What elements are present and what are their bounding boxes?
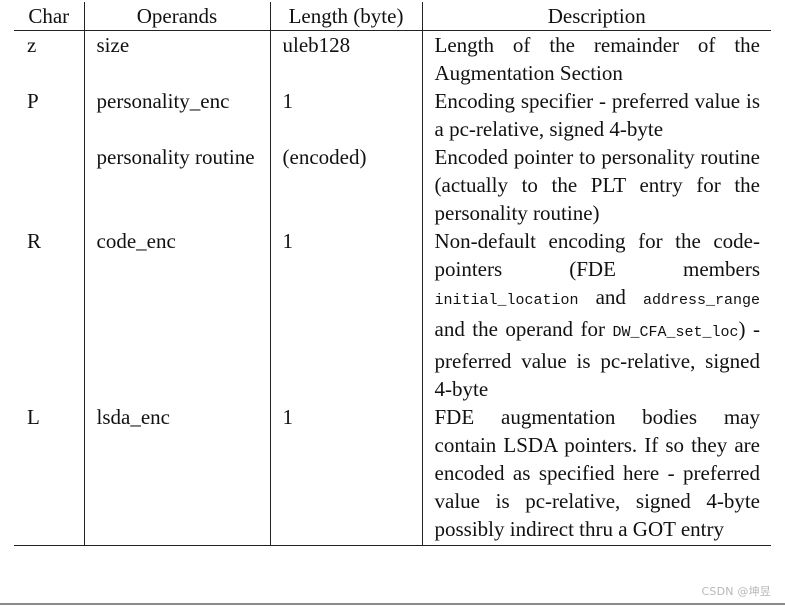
cell-operands: personality_enc (83, 87, 270, 143)
desc-text: ) - preferred value is pc-relative, sign… (434, 317, 761, 401)
table-header-row: Char Operands Length (byte) Description (14, 2, 771, 31)
cell-operands: size (83, 30, 270, 87)
cell-char (14, 143, 84, 227)
table-row: z size uleb128 Length of the remainder o… (14, 30, 771, 87)
table-row: personality routine (encoded) Encoded po… (14, 143, 771, 227)
desc-text: and the operand for (434, 317, 606, 341)
cell-description: Length of the remainder of the Augmentat… (421, 30, 771, 87)
cell-description: FDE augmentation bodies may contain LSDA… (421, 403, 771, 546)
code-initial-location: initial_location (434, 292, 579, 309)
cell-length: (encoded) (269, 143, 422, 227)
cell-operands: code_enc (83, 227, 270, 403)
header-length: Length (byte) (269, 2, 422, 31)
watermark: CSDN @坤昱 (701, 585, 771, 598)
table-row: L lsda_enc 1 FDE augmentation bodies may… (14, 403, 771, 546)
table-row: R code_enc 1 Non-default encoding for th… (14, 227, 771, 403)
header-description: Description (421, 2, 771, 31)
cell-description: Encoding specifier - preferred value is … (421, 87, 771, 143)
cell-char: L (14, 403, 84, 546)
header-operands: Operands (83, 2, 270, 31)
code-dw-cfa-set-loc: DW_CFA_set_loc (612, 324, 739, 341)
cell-char: z (27, 33, 37, 57)
cell-description: Non-default encoding for the code-pointe… (421, 227, 771, 403)
cell-length: 1 (269, 403, 422, 546)
desc-text: Non-default encoding for the code-pointe… (434, 229, 761, 281)
cell-length: 1 (269, 227, 422, 403)
desc-text: and (595, 285, 626, 309)
cell-length: uleb128 (269, 30, 422, 87)
table-row: P personality_enc 1 Encoding specifier -… (14, 87, 771, 143)
header-char: Char (14, 2, 84, 31)
cell-operands: lsda_enc (83, 403, 270, 546)
bottom-divider (0, 603, 785, 605)
cell-operands: personality routine (83, 143, 270, 227)
cell-char: P (27, 89, 39, 113)
cell-description: Encoded pointer to personality routine (… (421, 143, 771, 227)
code-address-range: address_range (642, 292, 761, 309)
augmentation-table: Char Operands Length (byte) Description … (14, 2, 771, 546)
cell-char: R (27, 229, 42, 253)
cell-length: 1 (269, 87, 422, 143)
